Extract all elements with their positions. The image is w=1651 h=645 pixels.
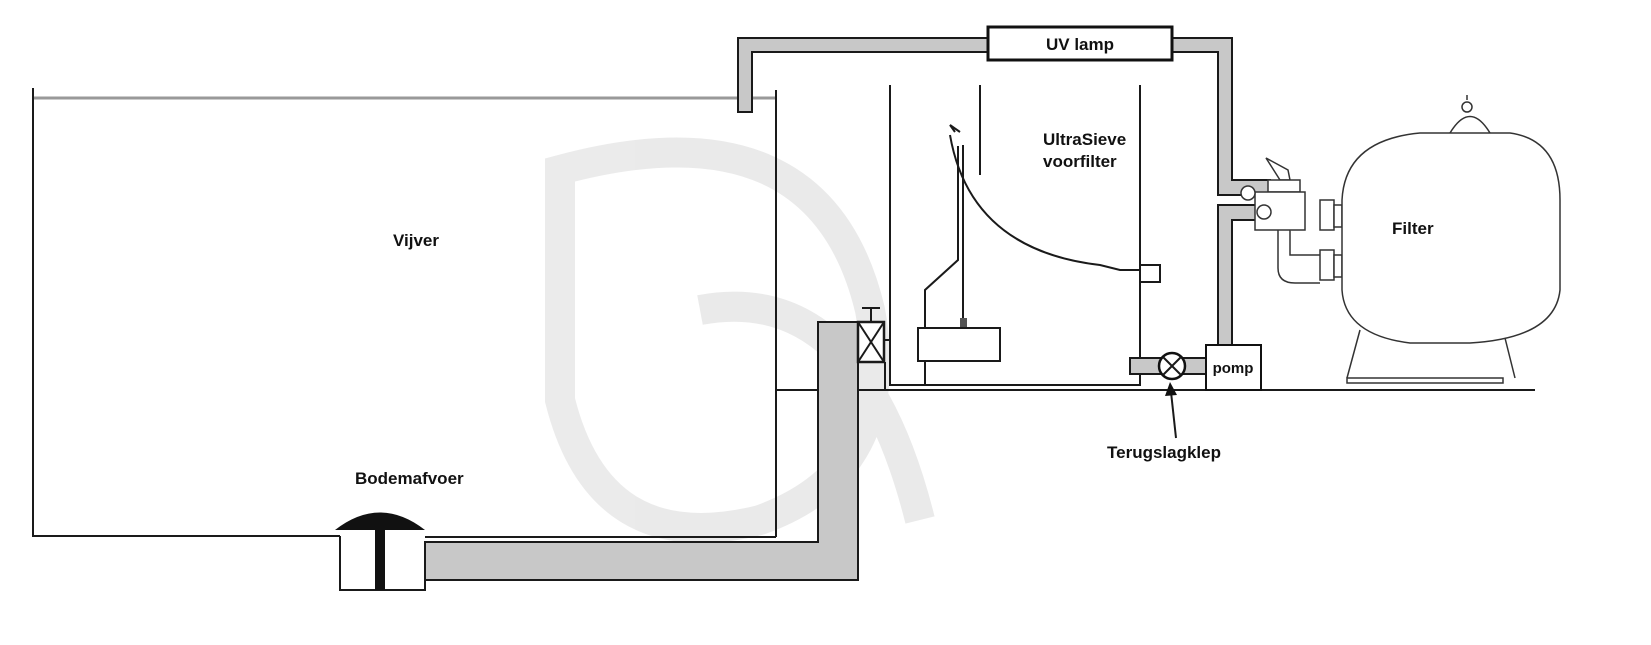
pond-label: Vijver [393,231,439,250]
uv-lamp-label: UV lamp [1046,35,1114,54]
ultrasieve-chamber [885,85,1161,386]
check-valve-label: Terugslagklep [1107,443,1221,462]
float [917,327,1001,362]
check-valve [1157,351,1187,381]
bottom-drain [335,512,426,591]
ultrasieve-label-line1: UltraSieve [1043,130,1126,149]
bottom-drain-label: Bodemafvoer [355,469,464,488]
pond [32,88,1535,538]
sand-filter-tank [1341,95,1561,384]
uv-lamp: UV lamp [986,25,1174,62]
multiport-valve [1240,157,1343,284]
check-valve-arrow [1165,382,1177,439]
pump-label: pomp [1213,360,1254,377]
filter-label: Filter [1392,219,1434,238]
pump: pomp [1205,344,1262,391]
drain-pipe [424,321,859,581]
gate-valve [856,307,886,391]
ultrasieve-label-line2: voorfilter [1043,152,1117,171]
